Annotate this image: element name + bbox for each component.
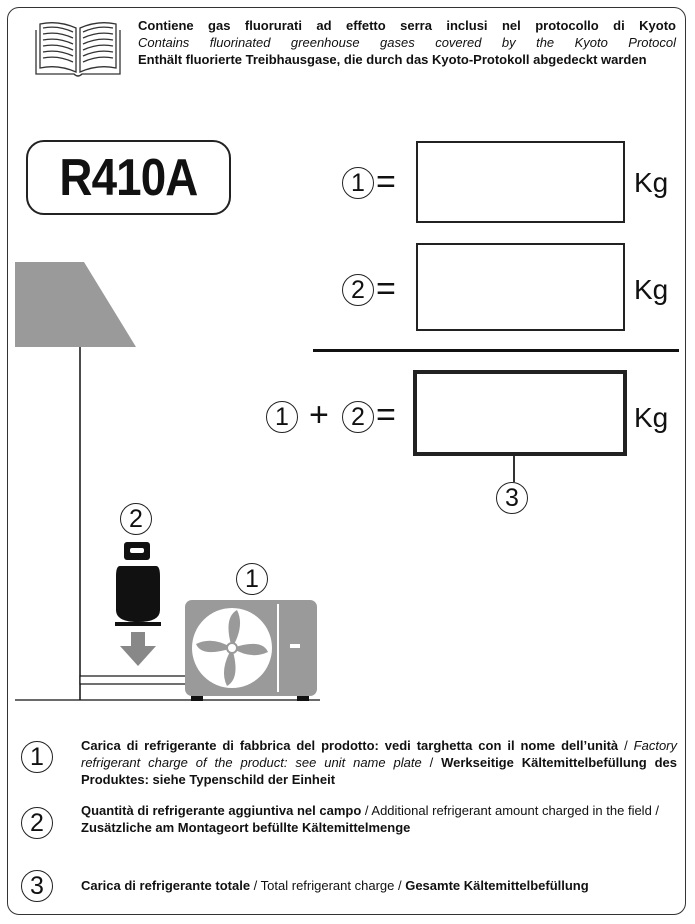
legend-sep: / (618, 738, 634, 753)
legend-3-it: Carica di refrigerante totale (81, 878, 251, 893)
callout-line (513, 456, 515, 482)
legend-item-3: Carica di refrigerante totale / Total re… (81, 877, 677, 894)
legend-marker-1: 1 (21, 741, 53, 773)
legend-sep: / (394, 878, 406, 893)
kyoto-notice: Contiene gas fluorurati ad effetto serra… (138, 17, 676, 68)
refrigerant-badge: R410A (26, 140, 231, 215)
total-charge-box[interactable] (413, 370, 627, 456)
unit-kg: Kg (634, 402, 669, 433)
notice-italian: Contiene gas fluorurati ad effetto serra… (138, 18, 676, 33)
pipe (79, 675, 191, 685)
unit-kg: Kg (634, 167, 669, 198)
marker-1-unit: 1 (236, 563, 268, 595)
legend-item-2: Quantità di refrigerante aggiuntiva nel … (81, 802, 677, 836)
building-roof (15, 262, 136, 347)
legend-item-1: Carica di refrigerante di fabbrica del p… (81, 737, 677, 788)
marker-2-cylinder: 2 (120, 503, 152, 535)
legend-1-en: Factory refrigerant charge of the produc… (81, 738, 678, 770)
legend-marker-2: 2 (21, 807, 53, 839)
legend-3-en: Total refrigerant charge (260, 878, 395, 893)
marker-1-sum: 1 (266, 401, 298, 433)
additional-charge-box[interactable] (416, 243, 625, 331)
sum-line (313, 349, 679, 352)
gas-cylinder-icon (115, 542, 161, 666)
legend-3-de: Gesamte Kältemittelbefüllung (405, 878, 589, 893)
equals-sign: = (376, 163, 396, 201)
outdoor-unit-icon (185, 600, 317, 701)
unit-kg: Kg (634, 274, 669, 305)
marker-1-eq: 1 (342, 167, 374, 199)
legend-2-it: Quantità di refrigerante aggiuntiva nel … (81, 803, 362, 818)
refrigerant-name: R410A (59, 148, 198, 207)
legend-2-en: Additional refrigerant amount charged in… (371, 803, 652, 818)
legend-sep: / (250, 878, 261, 893)
notice-german: Enthält fluorierte Treibhausgase, die du… (138, 52, 647, 67)
label-frame (7, 7, 686, 915)
legend-marker-3: 3 (21, 870, 53, 902)
legend-2-de: Zusätzliche am Montageort befüllte Kälte… (81, 820, 411, 835)
equals-sign: = (376, 396, 396, 434)
plus-sign: + (309, 396, 329, 434)
equals-sign: = (376, 270, 396, 308)
legend-1-de: Werkseitige Kältemittelbefüllung des Pro… (81, 755, 677, 787)
legend-sep: / (421, 755, 442, 770)
marker-3-callout: 3 (496, 482, 528, 514)
factory-charge-box[interactable] (416, 141, 625, 223)
notice-english: Contains fluorinated greenhouse gases co… (138, 35, 676, 50)
marker-2-eq: 2 (342, 274, 374, 306)
legend-sep: / (651, 803, 660, 818)
manual-book-icon (35, 22, 121, 77)
legend-sep: / (361, 803, 372, 818)
legend-1-it: Carica di refrigerante di fabbrica del p… (81, 738, 619, 753)
marker-2-sum: 2 (342, 401, 374, 433)
